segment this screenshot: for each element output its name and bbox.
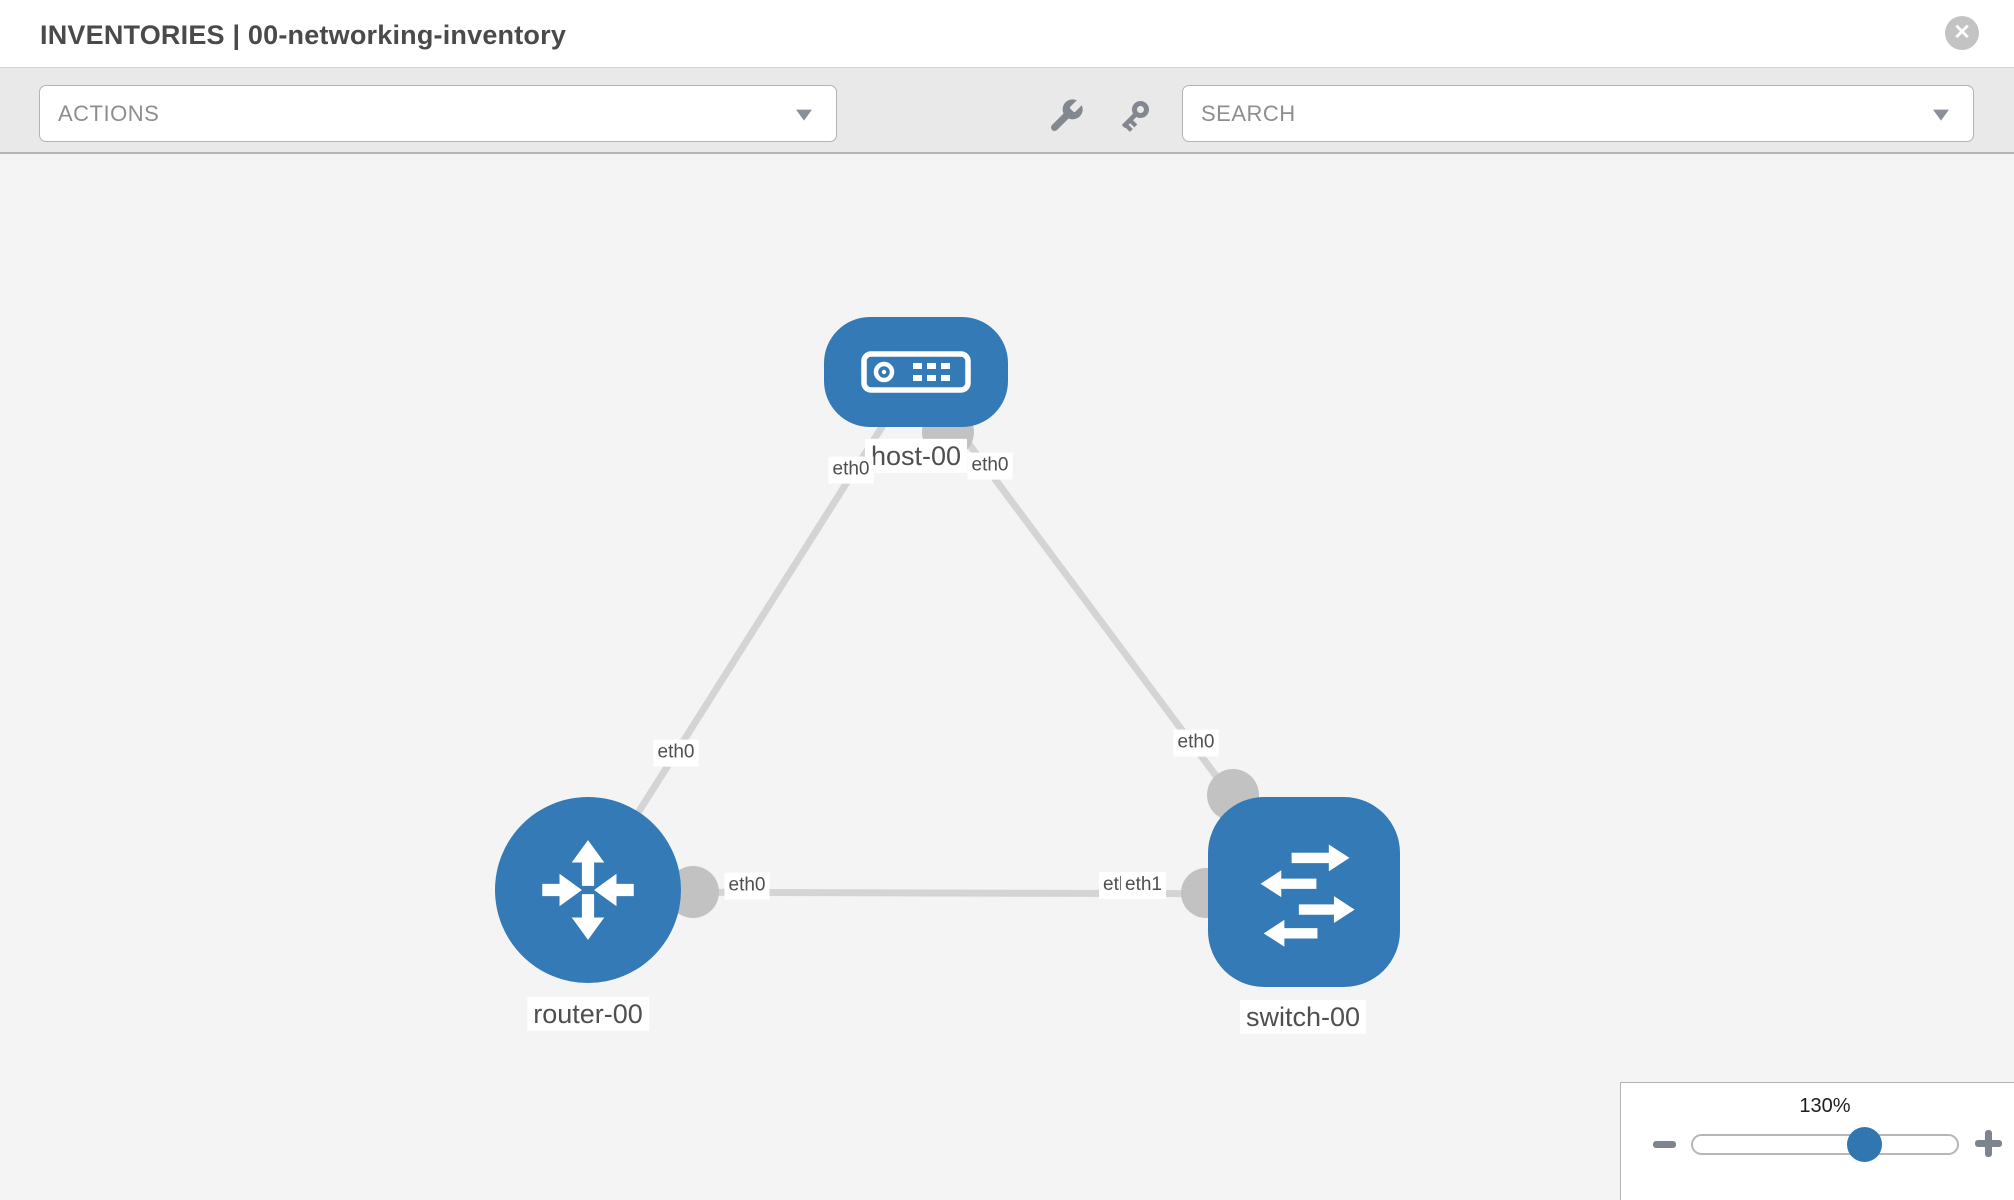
interface-label-switch-mid-front: eth1	[1121, 872, 1166, 899]
close-button[interactable]: ✕	[1945, 16, 1979, 50]
interface-label-switch-top: eth0	[1173, 729, 1219, 757]
node-host-00[interactable]	[824, 317, 1008, 427]
chevron-down-icon	[1933, 109, 1949, 121]
interface-label-router-mid: eth0	[724, 872, 770, 900]
zoom-in-button[interactable]	[1975, 1130, 2002, 1157]
node-label-switch-00: switch-00	[1239, 999, 1367, 1035]
router-icon	[542, 840, 634, 940]
search-dropdown-label: SEARCH	[1201, 100, 1296, 126]
chevron-down-icon	[796, 109, 812, 121]
zoom-slider-handle[interactable]	[1847, 1127, 1882, 1162]
node-label-router-00: router-00	[527, 996, 649, 1032]
host-icon	[861, 351, 971, 393]
actions-dropdown[interactable]: ACTIONS	[39, 85, 837, 142]
interface-label-host-left: eth0	[828, 456, 874, 484]
key-icon[interactable]	[1114, 96, 1154, 136]
toolbar: ACTIONS SEARCH	[0, 67, 2014, 154]
zoom-control-panel: 130%	[1620, 1082, 2014, 1200]
search-dropdown[interactable]: SEARCH	[1182, 85, 1974, 142]
page-title: INVENTORIES | 00-networking-inventory	[40, 20, 567, 50]
interface-label-host-right: eth0	[967, 452, 1013, 480]
page-header: INVENTORIES | 00-networking-inventory ✕	[0, 0, 2014, 67]
interface-label-router-top: eth0	[653, 739, 699, 767]
zoom-slider-track[interactable]	[1691, 1134, 1959, 1155]
topology-canvas[interactable]: host-00 router-00 switch-00 eth0 eth0 et…	[0, 156, 2014, 1200]
actions-dropdown-label: ACTIONS	[58, 100, 160, 126]
node-router-00[interactable]	[495, 797, 681, 983]
node-label-host-00: host-00	[864, 438, 968, 474]
topology-links-layer	[585, 370, 1307, 918]
close-icon: ✕	[1953, 20, 1971, 44]
zoom-level-value: 130%	[1799, 1095, 1851, 1117]
wrench-icon[interactable]	[1046, 96, 1086, 136]
zoom-out-button[interactable]	[1653, 1141, 1676, 1148]
node-switch-00[interactable]	[1208, 797, 1400, 987]
switch-icon	[1260, 844, 1355, 947]
